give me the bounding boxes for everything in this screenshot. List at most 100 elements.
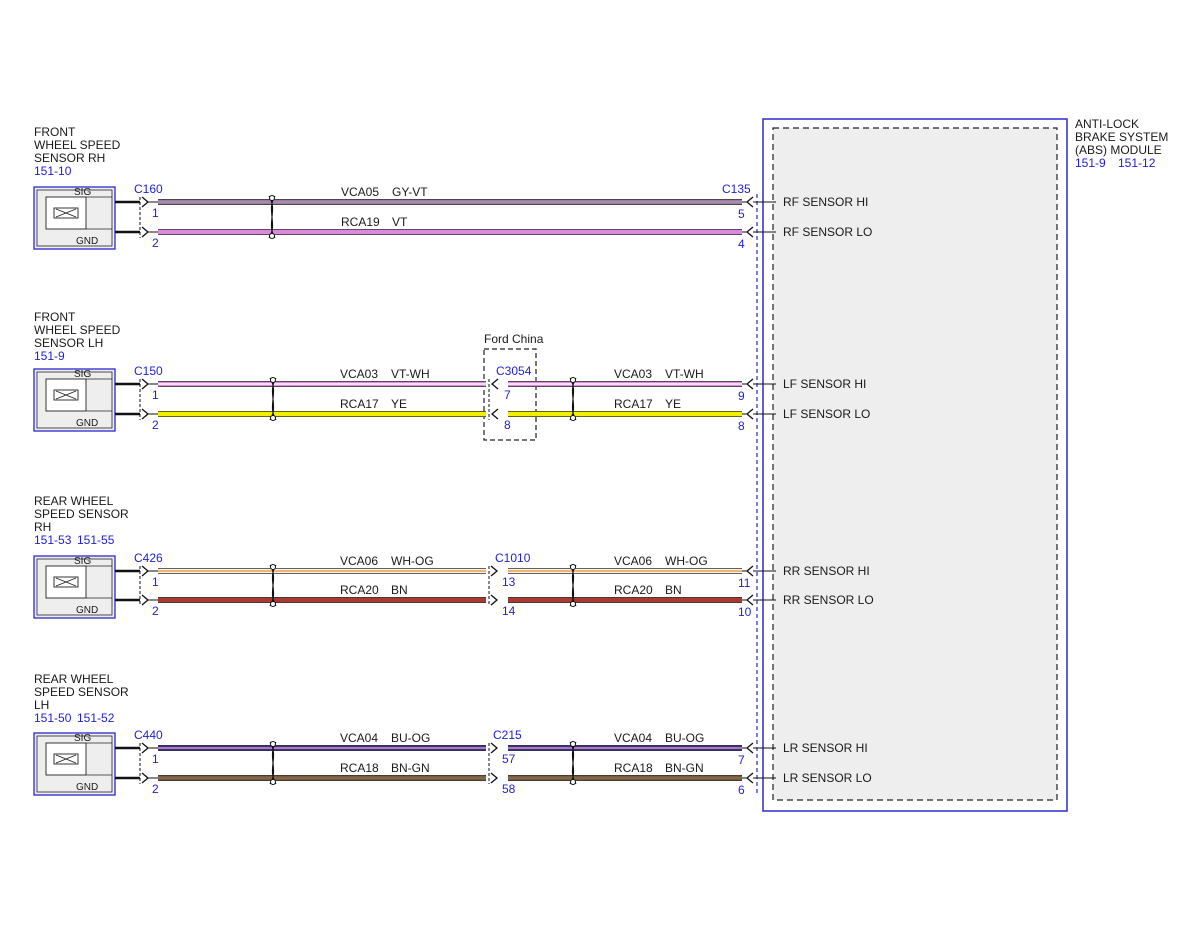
module-signal-label: LR SENSOR HI <box>783 741 868 755</box>
wire-color-label: YE <box>391 397 407 411</box>
twist-end <box>270 415 276 421</box>
sensor-gnd-label: GND <box>76 782 98 793</box>
left-pin-label: 2 <box>152 782 159 796</box>
sensor-sig-label: SIG <box>74 733 91 744</box>
sensor-label-line: RH <box>34 520 51 534</box>
left-connector-label: C160 <box>134 182 163 196</box>
twist-end <box>270 564 276 570</box>
sensor-label-line: SENSOR RH <box>34 151 105 165</box>
sensor-label-line: SPEED SENSOR <box>34 685 129 699</box>
abs-module-title-2: BRAKE SYSTEM <box>1075 130 1168 144</box>
module-signal-label: LF SENSOR LO <box>783 407 870 421</box>
mid-pin-label: 58 <box>502 782 516 796</box>
sensor-label-line: LH <box>34 698 49 712</box>
sensor-label-line: REAR WHEEL <box>34 494 114 508</box>
twist-end <box>270 779 276 785</box>
ford-china-box: Ford China <box>483 332 544 441</box>
wire-circuit-label: VCA03 <box>340 367 378 381</box>
mid-pin-label: 13 <box>502 575 516 589</box>
wire-circuit-label: RCA17 <box>340 397 379 411</box>
sensor-housing-inner <box>36 371 113 429</box>
module-pin-label: 11 <box>738 576 751 590</box>
sensor-label-line: WHEEL SPEED <box>34 138 121 152</box>
left-pin-label: 2 <box>152 236 159 250</box>
wire-color-label: VT <box>392 215 408 229</box>
left-pin-label: 1 <box>152 575 159 589</box>
mid-connector-arrow <box>490 408 499 420</box>
module-pin-label: 9 <box>738 389 745 403</box>
mid-pin-label: 57 <box>502 752 516 766</box>
twist-end <box>570 779 576 785</box>
mid-connector-label: C215 <box>493 728 522 742</box>
left-pin-label: 1 <box>152 206 159 220</box>
sensor-coil-diag <box>55 577 77 587</box>
sensor-gnd-label: GND <box>76 236 98 247</box>
wire-color-label: VT-WH <box>391 367 430 381</box>
sensor-housing-inner <box>36 558 113 616</box>
sensor-label-line: WHEEL SPEED <box>34 323 121 337</box>
mid-pin-label: 14 <box>502 604 516 618</box>
wire-color-label: WH-OG <box>391 554 434 568</box>
wire-circuit-label: RCA19 <box>341 215 380 229</box>
sensor-ref: 151-53 <box>34 533 72 547</box>
sensor-coil-diag <box>55 754 77 764</box>
twist-end <box>269 233 275 239</box>
left-connector-label: C440 <box>134 728 163 742</box>
module-signal-label: LR SENSOR LO <box>783 771 872 785</box>
connector-arrow <box>141 742 150 754</box>
module-signal-label: RF SENSOR HI <box>783 195 868 209</box>
wire-color-label: GY-VT <box>392 185 428 199</box>
connector-arrow <box>141 408 150 420</box>
mid-connector-label: C1010 <box>495 551 531 565</box>
wire-circuit-label: VCA04 <box>340 731 378 745</box>
wire-color-label: WH-OG <box>665 554 708 568</box>
wire-circuit-label: RCA18 <box>340 761 379 775</box>
sensor-coil-diag <box>55 390 77 400</box>
abs-module-title-1: ANTI-LOCK <box>1075 117 1139 131</box>
connector-arrow <box>141 565 150 577</box>
wire-circuit-label: RCA20 <box>340 583 379 597</box>
sensor-ref: 151-10 <box>34 164 72 178</box>
wire-color-label: BU-OG <box>665 731 704 745</box>
wire-circuit-label: VCA04 <box>614 731 652 745</box>
wire-circuit-label: VCA06 <box>614 554 652 568</box>
wire-circuit-label: VCA03 <box>614 367 652 381</box>
wire-color-label: BU-OG <box>391 731 430 745</box>
wire-color-label: YE <box>665 397 681 411</box>
sensor-housing-inner <box>36 189 113 247</box>
wire-circuit-label: RCA18 <box>614 761 653 775</box>
wire-color-label: VT-WH <box>665 367 704 381</box>
ford-china-label: Ford China <box>484 332 544 346</box>
twist-end <box>269 195 275 201</box>
wire-color-label: BN <box>665 583 682 597</box>
module-signal-label: RR SENSOR HI <box>783 564 870 578</box>
mid-connector-arrow <box>490 742 499 754</box>
twist-end <box>570 741 576 747</box>
ford-china-dashed-rect <box>483 348 537 441</box>
sensor-gnd-label: GND <box>76 418 98 429</box>
left-pin-label: 1 <box>152 388 159 402</box>
module-signal-label: RF SENSOR LO <box>783 225 872 239</box>
sensor-label-line: SENSOR LH <box>34 336 103 350</box>
left-pin-label: 2 <box>152 418 159 432</box>
left-connector-label: C426 <box>134 551 163 565</box>
wire-color-label: BN-GN <box>665 761 704 775</box>
module-pin-label: 6 <box>738 783 745 797</box>
abs-module-inner <box>772 127 1058 801</box>
module-signal-label: RR SENSOR LO <box>783 593 874 607</box>
module-pin-label: 5 <box>738 207 745 221</box>
wire-circuit-label: RCA17 <box>614 397 653 411</box>
wire-circuit-label: VCA06 <box>340 554 378 568</box>
connector-arrow <box>141 772 150 784</box>
mid-connector-arrow <box>490 594 499 606</box>
wire-circuit-label: RCA20 <box>614 583 653 597</box>
left-pin-label: 1 <box>152 752 159 766</box>
mid-pin-label: 7 <box>504 388 511 402</box>
sensor-label-line: REAR WHEEL <box>34 672 114 686</box>
wire-color-label: BN <box>391 583 408 597</box>
